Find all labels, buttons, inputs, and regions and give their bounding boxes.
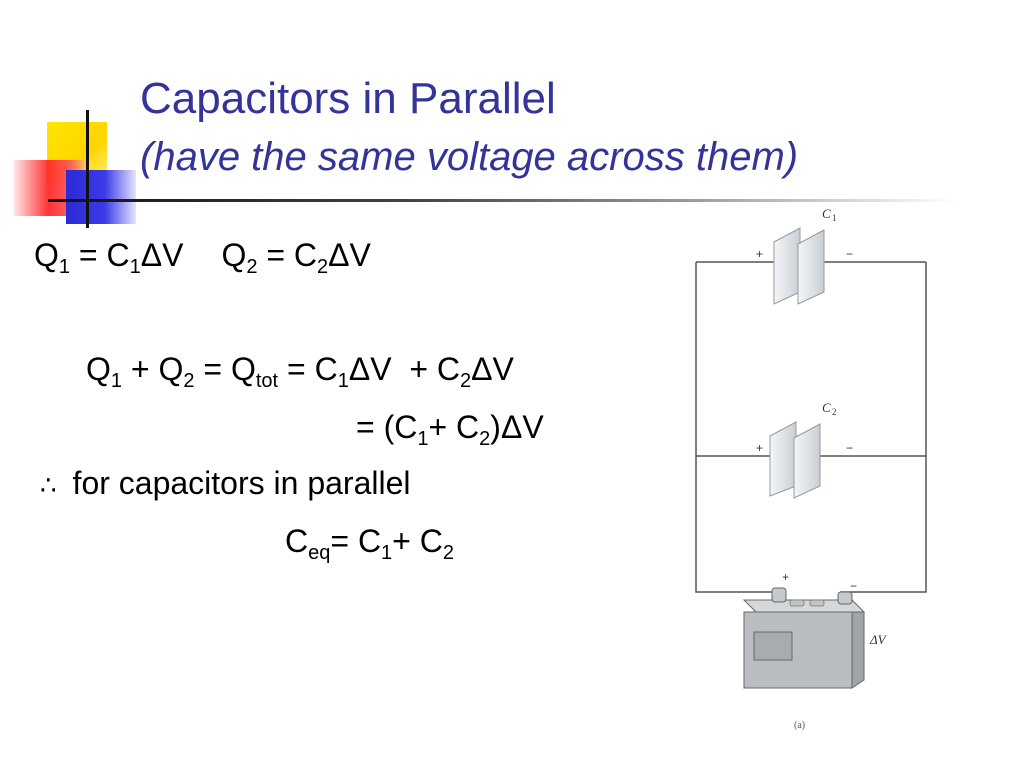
c1-plus: +	[756, 247, 763, 261]
eq-sub: 1	[417, 428, 429, 450]
c1-label: C	[822, 206, 831, 221]
eq-text: Q	[221, 237, 247, 273]
decor-blue-square	[66, 170, 136, 224]
eq-sub: 1	[58, 256, 71, 278]
capacitor-c2: C 2 + −	[756, 400, 853, 499]
battery-cap	[809, 599, 825, 607]
eq-text: Q	[34, 237, 59, 273]
eq-sub: 1	[337, 370, 349, 392]
eq-text: + C	[428, 409, 480, 445]
eq-text: C	[285, 523, 309, 559]
eq-sub: 1	[129, 256, 141, 278]
eq-sub: 2	[479, 428, 491, 450]
battery-terminal-negative	[837, 591, 853, 605]
c2-plate-left	[769, 421, 797, 497]
eq-text: = C	[330, 523, 382, 559]
left-wire	[695, 262, 782, 593]
eq-text: ΔV	[328, 237, 371, 273]
c1-plate-right	[797, 229, 825, 305]
equation-line-4: ∴ for capacitors in parallel	[40, 464, 410, 505]
circuit-wires	[695, 261, 927, 593]
eq-sub: tot	[255, 370, 279, 392]
eq-text: = C	[257, 237, 318, 273]
capacitor-c1: C 1 + −	[756, 206, 853, 305]
battery-label-window	[753, 631, 793, 661]
eq-text: = Q	[194, 351, 256, 387]
eq-text: + C	[392, 523, 443, 559]
battery-delta-v-label: ΔV	[869, 632, 888, 647]
c2-label: C	[822, 400, 831, 415]
equation-line-5: Ceq= C1+ C2	[285, 522, 454, 563]
battery-minus: −	[850, 579, 857, 593]
c2-minus: −	[846, 441, 853, 455]
slide-title: Capacitors in Parallel	[140, 74, 556, 123]
c1-minus: −	[846, 247, 853, 261]
c2-label-sub: 2	[832, 407, 837, 417]
c2-plus: +	[756, 441, 763, 455]
eq-sub: eq	[308, 542, 331, 564]
equation-line-3: = (C1+ C2)ΔV	[356, 408, 544, 449]
eq-sub: 2	[442, 542, 454, 564]
c1-label-sub: 1	[832, 213, 837, 223]
therefore-symbol: ∴	[40, 471, 57, 501]
eq-sub: 2	[317, 256, 329, 278]
eq-text: = (C	[356, 409, 418, 445]
eq-sub: 2	[246, 256, 258, 278]
eq-sub: 2	[183, 370, 195, 392]
parallel-circuit-diagram: C 1 + − C 2 + − + −	[695, 206, 927, 730]
eq-text: for capacitors in parallel	[72, 465, 411, 501]
slide-subtitle: (have the same voltage across them)	[140, 135, 799, 179]
battery: + − ΔV (a)	[742, 570, 888, 730]
equation-line-2: Q1 + Q2 = Qtot = C1ΔV + C2ΔV	[86, 350, 514, 391]
c1-plate-left	[773, 227, 801, 305]
eq-text: + Q	[122, 351, 184, 387]
battery-terminal-positive	[771, 587, 787, 603]
eq-text: ΔV + C	[348, 351, 460, 387]
eq-text: ΔV	[471, 351, 514, 387]
eq-sub: 1	[381, 542, 393, 564]
c2-plate-right	[793, 423, 821, 499]
battery-cap	[789, 599, 805, 607]
eq-text: )ΔV	[490, 409, 544, 445]
battery-plus: +	[782, 570, 789, 584]
eq-text: = C	[70, 237, 130, 273]
eq-text: = C	[278, 351, 338, 387]
decor-vertical-line	[86, 110, 89, 228]
eq-sub: 1	[110, 370, 123, 392]
eq-sub: 2	[460, 370, 472, 392]
right-wire	[840, 262, 927, 593]
figure-caption: (a)	[794, 720, 805, 730]
title-underline	[48, 199, 958, 202]
eq-text: ΔV	[140, 237, 184, 273]
battery-side	[851, 611, 865, 689]
eq-text: Q	[86, 351, 111, 387]
